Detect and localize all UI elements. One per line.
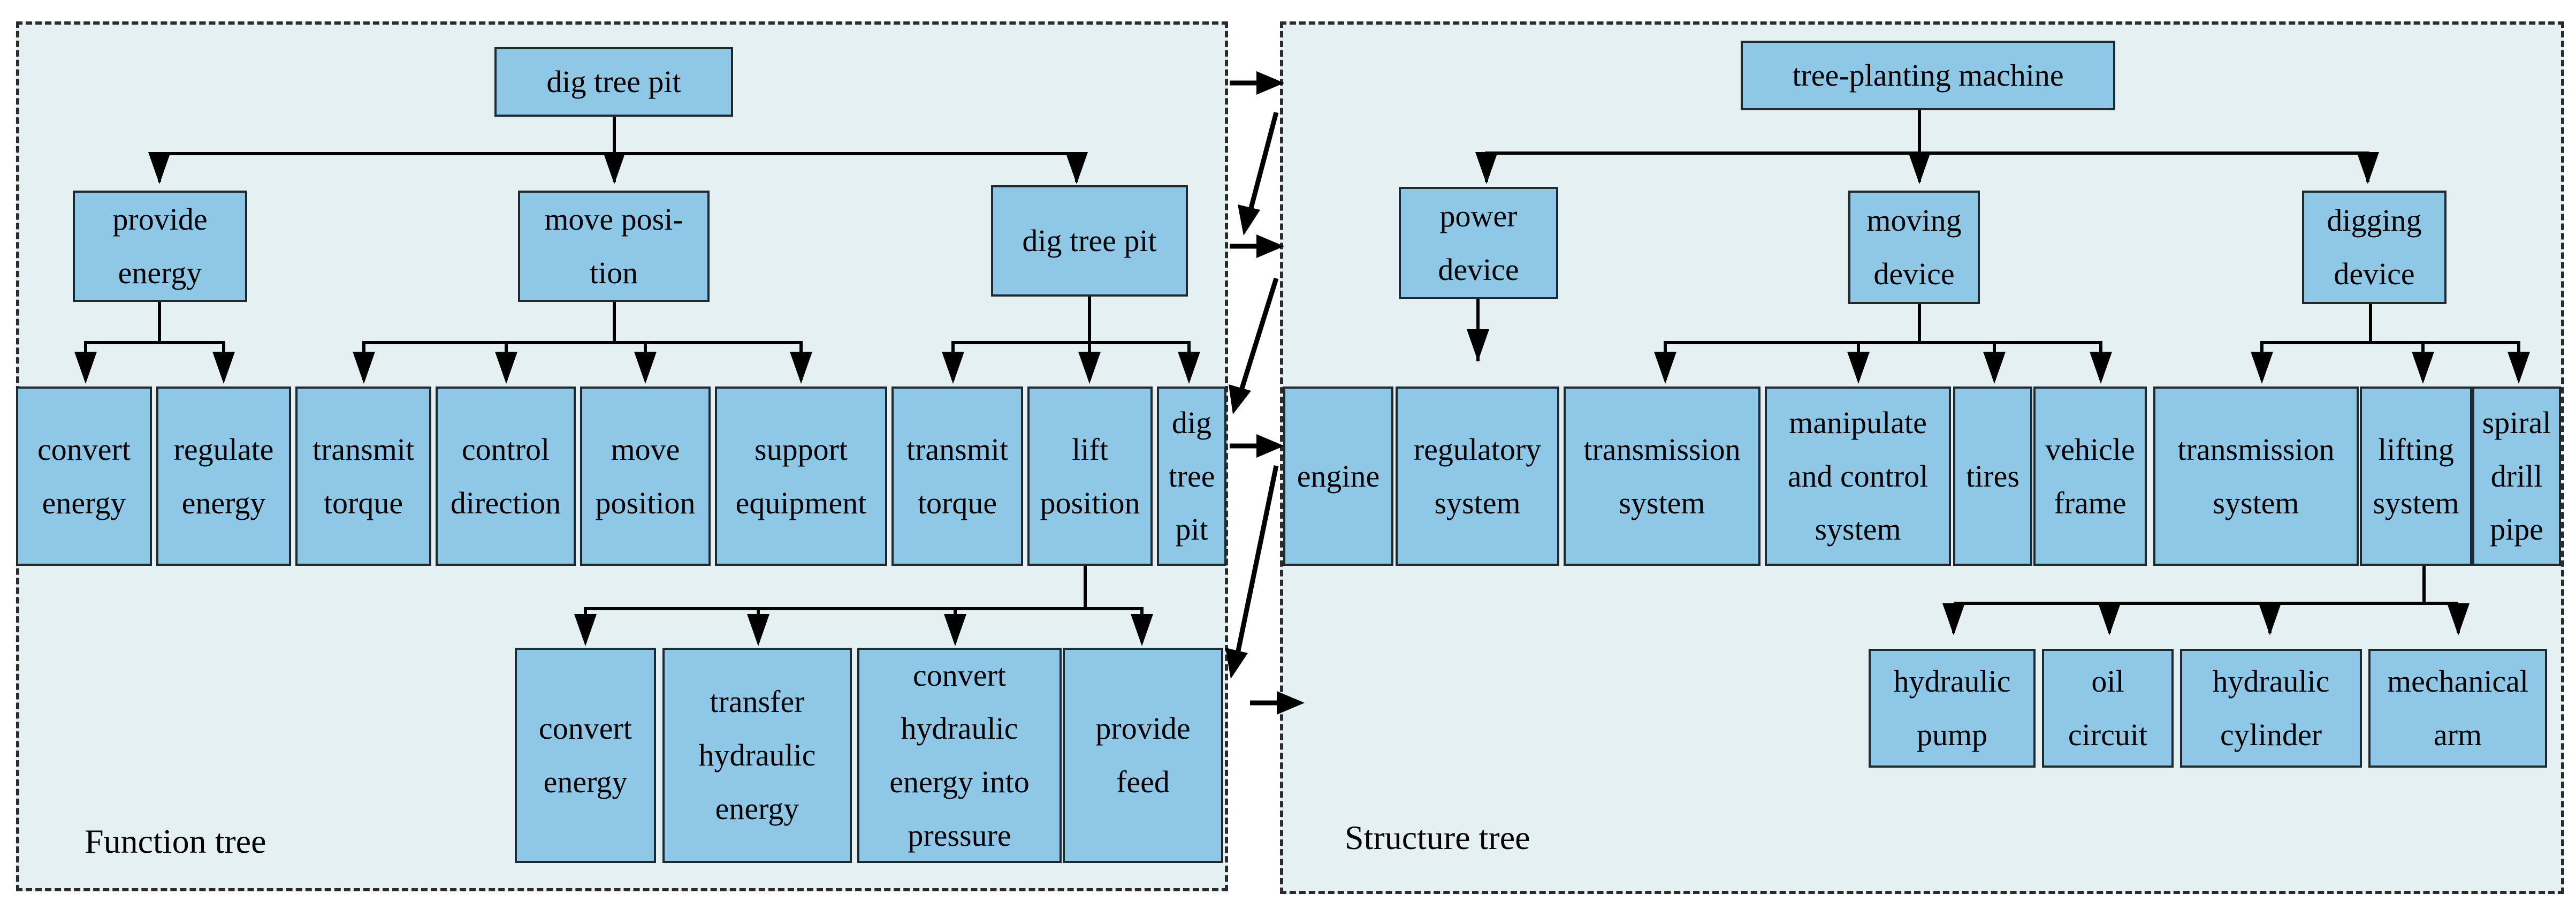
- function-leaf-convert-energy: convert energy: [16, 386, 152, 566]
- structure-leaf-manipulate-control-system: manipulate and control system: [1765, 386, 1951, 566]
- function-leaf-support-equipment: support equipment: [715, 386, 887, 566]
- function-leaf-transmit-torque-2: transmit torque: [891, 386, 1023, 566]
- function-sub-convert-energy: convert energy: [515, 648, 656, 863]
- structure-leaf-engine: engine: [1283, 386, 1393, 566]
- function-sub-convert-hydraulic-energy: convert hydraulic energy into pressure: [857, 648, 1062, 863]
- structure-leaf-tires: tires: [1953, 386, 2032, 566]
- function-node-dig-tree-pit: dig tree pit: [991, 185, 1188, 297]
- structure-leaf-transmission-system: transmission system: [1564, 386, 1760, 566]
- function-leaf-control-direction: control direction: [436, 386, 576, 566]
- structure-leaf-transmission-system-2: transmission system: [2153, 386, 2359, 566]
- function-node-provide-energy: provide energy: [73, 191, 247, 302]
- function-tree-caption: Function tree: [85, 822, 266, 860]
- structure-sub-oil-circuit: oil circuit: [2042, 649, 2174, 768]
- structure-leaf-vehicle-frame: vehicle frame: [2033, 386, 2147, 566]
- function-root-box: dig tree pit: [494, 47, 733, 117]
- structure-leaf-lifting-system: lifting system: [2360, 386, 2472, 566]
- function-leaf-lift-position: lift position: [1027, 386, 1153, 566]
- structure-node-power-device: power device: [1399, 187, 1558, 299]
- structure-tree-caption: Structure tree: [1345, 819, 1530, 857]
- function-leaf-dig-tree-pit: dig tree pit: [1157, 386, 1226, 566]
- function-leaf-transmit-torque: transmit torque: [295, 386, 431, 566]
- function-node-move-position: move posi- tion: [518, 191, 710, 302]
- function-leaf-move-position: move position: [580, 386, 711, 566]
- function-sub-provide-feed: provide feed: [1063, 648, 1223, 863]
- function-leaf-regulate-energy: regulate energy: [156, 386, 291, 566]
- structure-sub-hydraulic-cylinder: hydraulic cylinder: [2180, 649, 2362, 768]
- structure-root-box: tree-planting machine: [1741, 41, 2115, 110]
- structure-sub-hydraulic-pump: hydraulic pump: [1869, 649, 2036, 768]
- structure-leaf-regulatory-system: regulatory system: [1396, 386, 1559, 566]
- function-sub-transfer-hydraulic-energy: transfer hydraulic energy: [662, 648, 852, 863]
- structure-leaf-spiral-drill-pipe: spiral drill pipe: [2472, 386, 2561, 566]
- structure-node-digging-device: digging device: [2302, 191, 2447, 304]
- structure-sub-mechanical-arm: mechanical arm: [2368, 649, 2547, 768]
- structure-node-moving-device: moving device: [1848, 191, 1980, 304]
